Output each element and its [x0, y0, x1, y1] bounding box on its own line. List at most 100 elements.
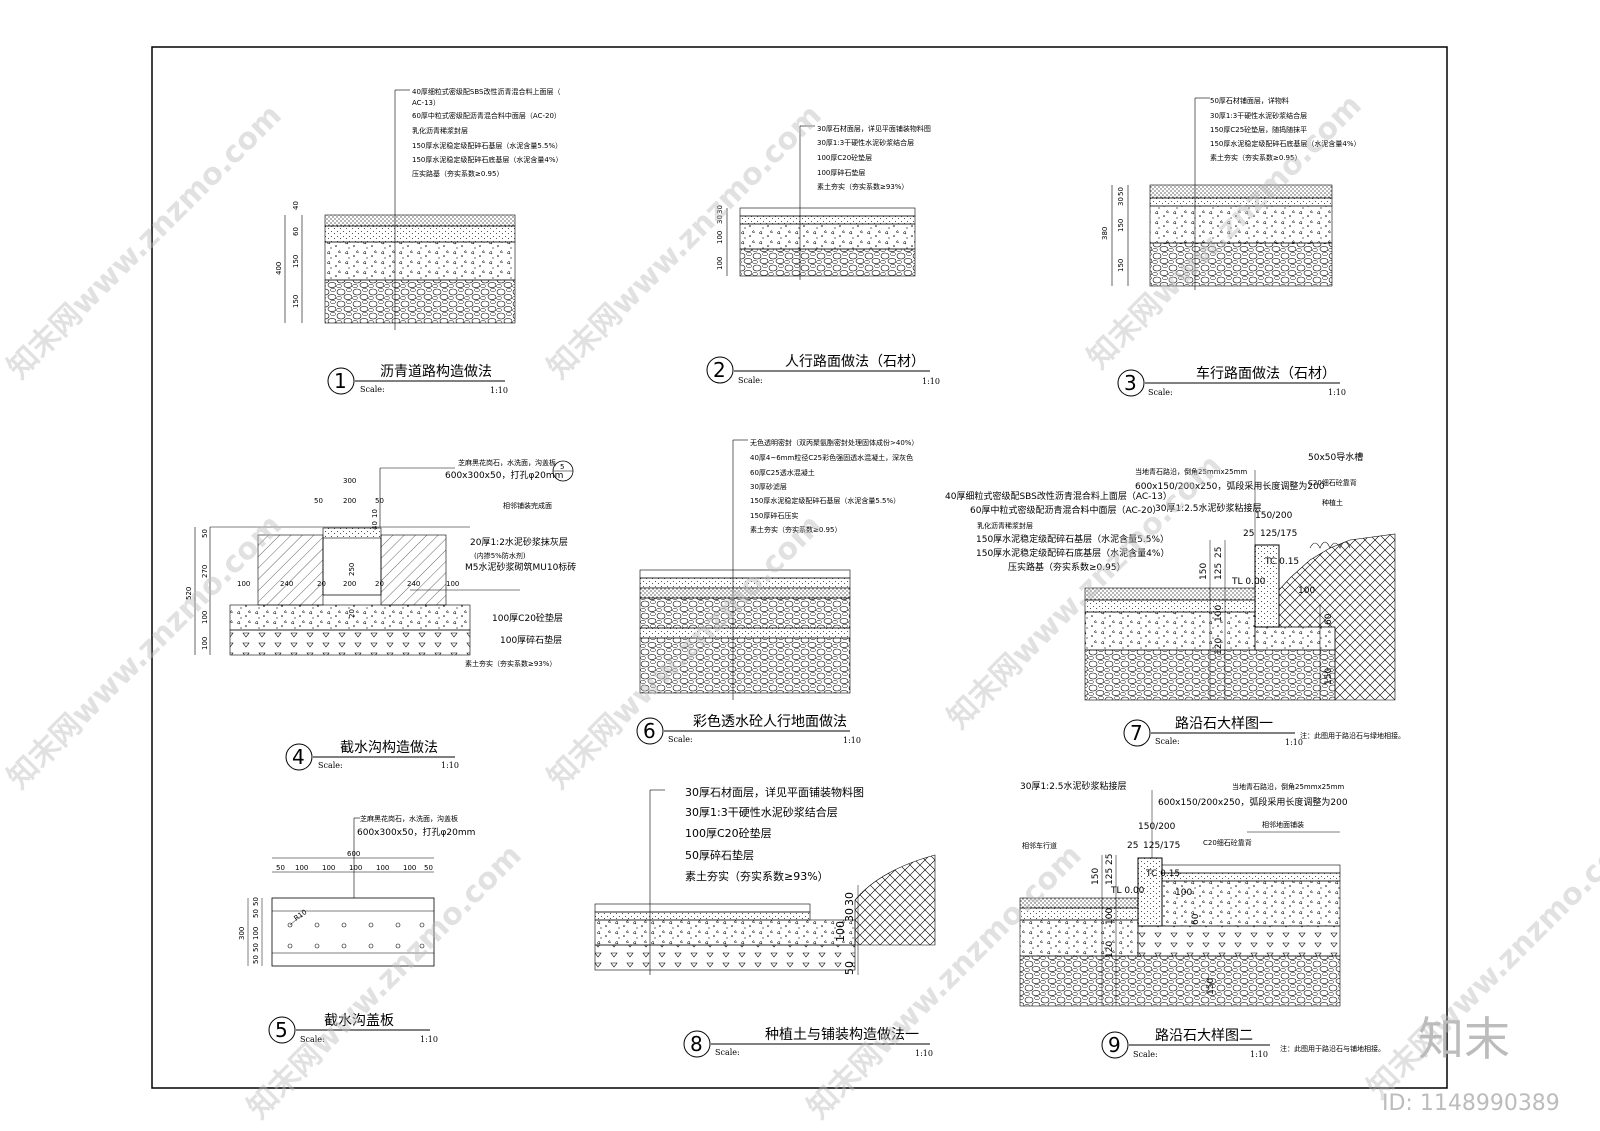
detail-3: 50 30 150 150 380 50厚石材铺面层，详物料 30厚1:3干硬性…: [1101, 96, 1360, 397]
d5-dim-t-3: 100: [349, 864, 362, 872]
image-id-label: ID: 1148990389: [1382, 1091, 1560, 1116]
d4-layer-1: 20厚1:2水泥砂浆抹灰层: [470, 536, 568, 548]
d1-dim-60: 60: [292, 227, 300, 236]
d1-layer-2: 60厚中粒式密级配沥青混合料中面层（AC-20）: [412, 111, 561, 120]
d4-scale: 1:10: [441, 761, 459, 770]
d9-dim-5: 25: [1105, 854, 1115, 865]
d8-scale-label: Scale:: [715, 1048, 740, 1057]
d9-scale-label: Scale:: [1133, 1050, 1158, 1059]
d4-title: 截水沟构造做法: [340, 740, 438, 756]
d5-dim-l-1: 50: [252, 909, 260, 918]
d3-title: 车行路面做法（石材）: [1196, 365, 1336, 382]
d4-dim-l-100b: 100: [201, 637, 209, 650]
d2-dim-30a: 30: [716, 205, 724, 214]
d5-num: 5: [275, 1018, 288, 1042]
d4-dim-b-240a: 240: [280, 580, 293, 588]
d9-dim-9: 100: [1175, 888, 1192, 898]
d2-num: 2: [713, 358, 726, 382]
d5-radius: R10: [293, 908, 309, 922]
d6-scale: 1:10: [843, 736, 861, 745]
d2-scale-label: Scale:: [738, 376, 763, 385]
d4-top-note-0: 芝麻黑花岗石，水洗面，沟盖板: [458, 458, 556, 467]
d4-dim-top-50a: 50: [314, 497, 323, 505]
d3-dim-150a: 150: [1117, 219, 1125, 232]
d2-dim-30b: 30: [716, 215, 724, 224]
d7-layer-3: 150厚水泥稳定级配碎石基层（水泥含量5.5%）: [976, 533, 1169, 545]
d5-dim-t-2: 100: [322, 864, 335, 872]
d3-scale: 1:10: [1328, 388, 1346, 397]
d4-dim-top-300: 300: [343, 477, 356, 485]
d4-num: 4: [292, 745, 305, 769]
d7-note: 注：此图用于路沿石与绿地相接。: [1300, 731, 1405, 740]
d4-dim-b-20b: 20: [375, 580, 384, 588]
d9-dim-6: 100: [1105, 908, 1115, 925]
d4-layer-5: 100厚碎石垫层: [500, 634, 562, 646]
detail-2: 30 30 100 100 30厚石材面层，详见平面铺装物料图 30厚1:3干硬…: [706, 124, 940, 386]
d7-dim-4: 125: [1214, 563, 1224, 580]
d6-layer-3: 30厚砂滤层: [750, 482, 787, 491]
d7-dim-6: 100: [1214, 605, 1224, 622]
d8-title: 种植土与铺装构造做法一: [765, 1027, 919, 1043]
d1-dim-400: 400: [275, 262, 283, 275]
d2-layer-3: 100厚碎石垫层: [817, 168, 865, 177]
d7-dim-2: 125/175: [1260, 529, 1297, 539]
d4-dim-l-50: 50: [201, 529, 209, 538]
d7-level-tc: TC 0.15: [1264, 557, 1299, 567]
d6-layer-2: 60厚C25透水混凝土: [750, 468, 815, 477]
d4-dim-b-240b: 240: [407, 580, 420, 588]
d1-dim-150b: 150: [292, 295, 300, 308]
d7-layer-5: 压实路基（夯实系数≥0.95）: [1008, 561, 1126, 573]
d9-top-note-1: 当地青石路沿，倒角25mmx25mm: [1232, 782, 1344, 791]
d7-top-note-1: 600x150/200x250，弧段采用长度调整为200: [1135, 480, 1325, 492]
d4-dim-b-20a: 20: [317, 580, 326, 588]
d5-title: 截水沟盖板: [324, 1013, 394, 1029]
d4-layer-3: M5水泥砂浆砌筑MU10标砖: [465, 561, 576, 573]
d7-scale-label: Scale:: [1155, 737, 1180, 746]
d8-layer-0: 30厚石材面层，详见平面铺装物料图: [685, 785, 864, 799]
d4-dim-i-250: 250: [348, 563, 356, 576]
d4-dim-b-100a: 100: [237, 580, 250, 588]
d9-dim-1: 25: [1127, 841, 1138, 851]
d7-dim-1: 25: [1243, 529, 1254, 539]
d4-dim-l-100a: 100: [201, 611, 209, 624]
d9-level-tc: TC 0.15: [1145, 869, 1180, 879]
d1-scale-label: Scale:: [360, 385, 385, 394]
d4-layer-2: (内掺5%防水剂): [474, 551, 526, 560]
watermark-text: 知末网www.znzmo.com: [241, 838, 529, 1126]
d9-dim-8: 60: [1191, 913, 1201, 925]
d4-top-note-1: 600x300x50，打孔φ20mm: [445, 469, 563, 481]
d6-layer-1: 40厚4~6mm粒径C25彩色强固透水混凝土，深灰色: [750, 453, 913, 462]
d7-right-note-0: 50x50导水槽: [1308, 451, 1363, 463]
d5-dim-t-6: 50: [424, 864, 433, 872]
d4-dim-i-20: 20: [348, 609, 356, 618]
d4-dim-l-520: 520: [185, 587, 193, 600]
d7-num: 7: [1130, 721, 1143, 745]
d6-title: 彩色透水砼人行地面做法: [693, 713, 847, 730]
d1-layer-4: 150厚水泥稳定级配碎石基层（水泥含量5.5%）: [412, 141, 562, 150]
d5-dim-l-3: 50: [252, 943, 260, 952]
d9-dim-2: 125/175: [1143, 841, 1180, 851]
detail-7: 当地青石路沿，倒角25mmx25mm 600x150/200x250，弧段采用长…: [945, 451, 1405, 747]
d2-title: 人行路面做法（石材）: [785, 354, 925, 370]
d1-layer-0: 40厚细粒式密级配SBS改性沥青混合料上面层（: [412, 87, 560, 96]
d9-num: 9: [1108, 1033, 1121, 1057]
d8-scale: 1:10: [915, 1049, 933, 1058]
d6-layer-4: 150厚水泥稳定级配碎石基层（水泥含量5.5%）: [750, 496, 900, 505]
detail-4: 芝麻黑花岗石，水洗面，沟盖板 600x300x50，打孔φ20mm 5 相邻铺装…: [185, 458, 576, 771]
d2-layer-4: 素土夯实（夯实系数≥93%）: [817, 182, 908, 191]
d9-level-tl: TL 0.00: [1110, 886, 1145, 896]
d7-level-tl: TL 0.00: [1231, 577, 1266, 587]
d4-scale-label: Scale:: [318, 761, 343, 770]
d7-dim-9: 100: [1298, 586, 1315, 596]
d3-dim-50: 50: [1117, 187, 1125, 196]
d8-layer-1: 30厚1:3干硬性水泥砂浆结合层: [685, 805, 838, 819]
d4-dim-top-50b: 50: [375, 497, 384, 505]
d9-dim-7: 120: [1105, 941, 1115, 958]
d8-dim-50: 50: [843, 961, 856, 975]
d7-dim-7: 120: [1214, 638, 1224, 655]
d5-dim-l-2: 100: [252, 927, 260, 940]
d3-layer-3: 150厚水泥稳定级配碎石底基层（水泥含量4%）: [1210, 139, 1360, 148]
d3-scale-label: Scale:: [1148, 388, 1173, 397]
d9-scale: 1:10: [1250, 1050, 1268, 1059]
